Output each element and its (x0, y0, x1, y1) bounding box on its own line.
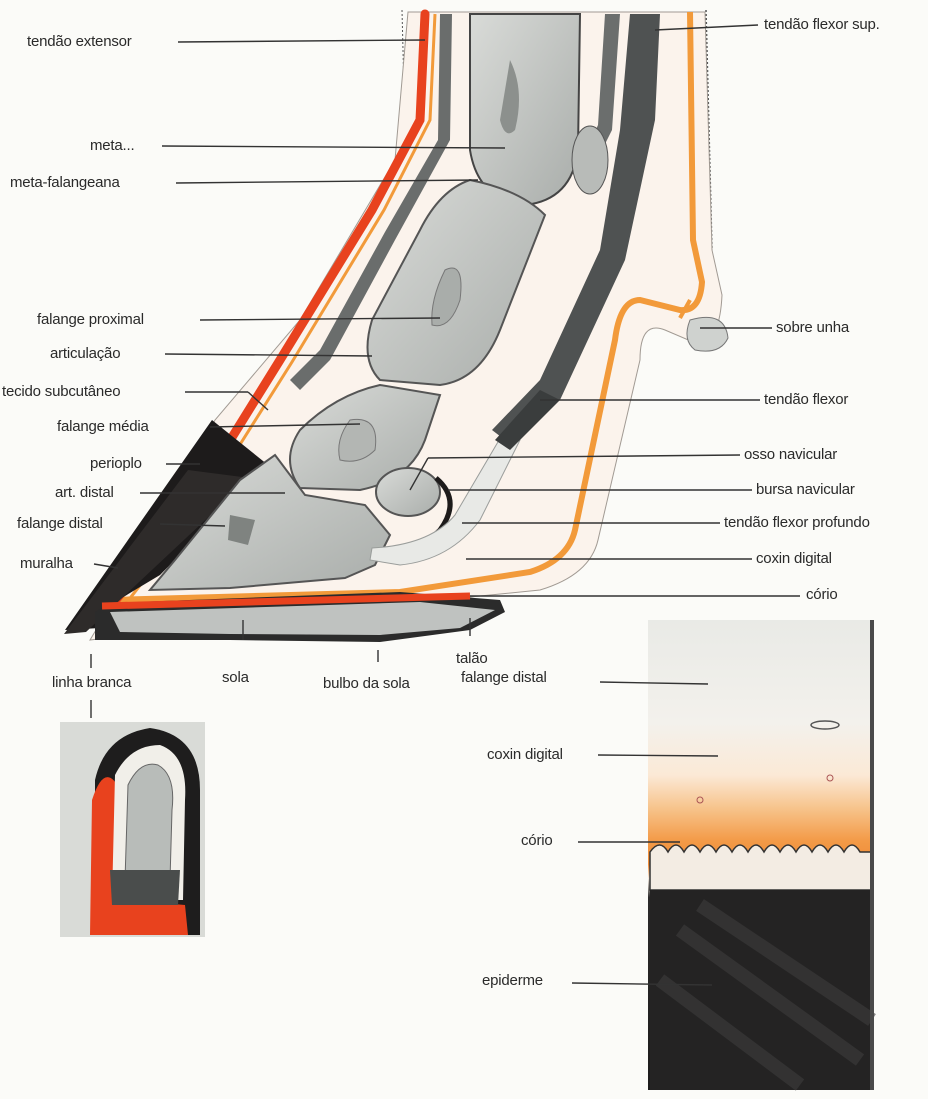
label-sobre-unha: sobre unha (776, 319, 849, 337)
label-coxin-digital-main: coxin digital (756, 550, 832, 568)
tissue-section (648, 620, 874, 1090)
label-corio-tissue: cório (521, 832, 553, 850)
label-falange-distal-tissue: falange distal (461, 669, 547, 687)
label-tendao-flexor: tendão flexor (764, 391, 848, 409)
label-articulacao: articulação (50, 345, 120, 363)
label-bursa-navicular: bursa navicular (756, 481, 855, 499)
label-tendao-extensor: tendão extensor (27, 33, 132, 51)
navicular-bone (376, 468, 440, 516)
label-tendao-flexor-sup: tendão flexor sup. (764, 16, 880, 34)
label-falange-proximal: falange proximal (37, 311, 144, 329)
label-art-distal: art. distal (55, 484, 114, 502)
label-talao: talão (456, 650, 488, 668)
label-sola: sola (222, 669, 249, 687)
label-perioplo: perioplo (90, 455, 142, 473)
label-falange-media: falange média (57, 418, 149, 436)
label-bulbo-da-sola: bulbo da sola (323, 675, 410, 693)
label-muralha: muralha (20, 555, 73, 573)
label-coxin-digital-tissue: coxin digital (487, 746, 563, 764)
label-osso-navicular: osso navicular (744, 446, 837, 464)
hoof-section (64, 10, 728, 642)
inset-section (60, 722, 205, 937)
ergot (687, 317, 728, 351)
label-linha-branca: linha branca (52, 674, 131, 692)
cannon-bone (470, 14, 580, 205)
label-corio-main: cório (806, 586, 838, 604)
label-epiderme: epiderme (482, 972, 543, 990)
label-tendao-flexor-profundo: tendão flexor profundo (724, 514, 870, 532)
label-tecido-subcutaneo: tecido subcutâneo (2, 383, 120, 401)
label-meta: meta... (90, 137, 134, 155)
label-falange-distal-main: falange distal (17, 515, 103, 533)
label-meta-falangeana: meta-falangeana (10, 174, 120, 192)
